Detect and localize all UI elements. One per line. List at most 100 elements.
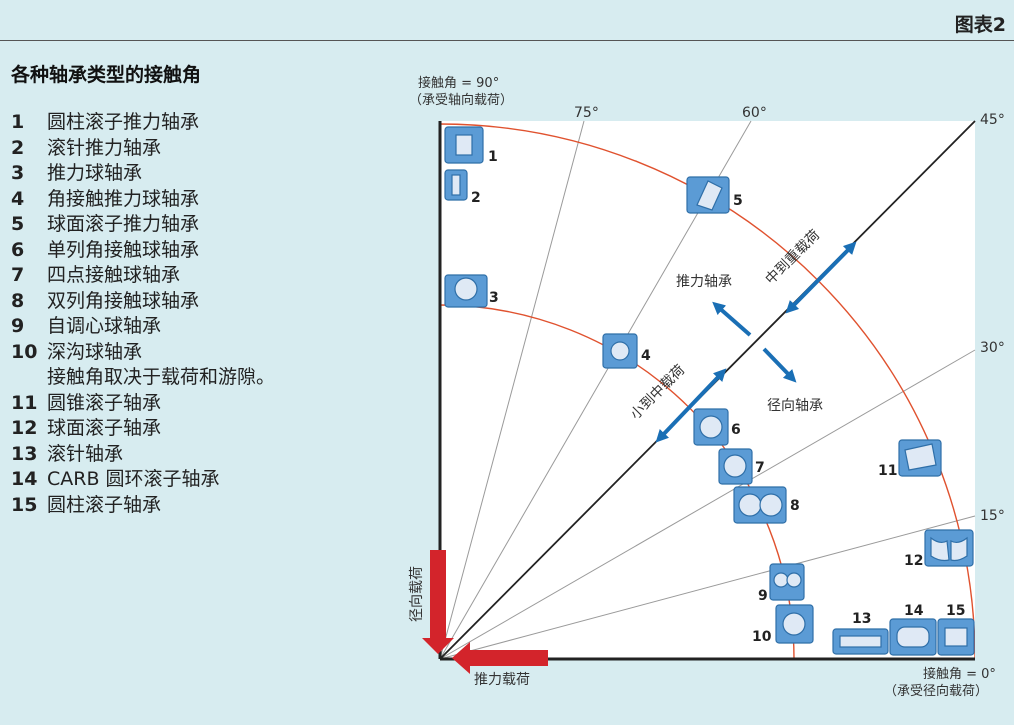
list-item: 6 单列角接触球轴承: [11, 238, 275, 264]
top-axis-label-line2: （承受轴向载荷）: [409, 92, 513, 108]
bearing-icon-5: [686, 176, 730, 214]
bearing-number-9: 9: [758, 588, 768, 604]
bearing-number-12: 12: [904, 553, 923, 569]
list-item-number: 8: [11, 289, 25, 312]
arrow-mid-heavy-load: [785, 241, 857, 314]
list-item-number: 7: [11, 264, 25, 286]
bearing-number-15: 15: [946, 603, 965, 619]
list-item: 9 自调心球轴承: [11, 314, 275, 340]
bearing-icon-4: [602, 333, 638, 369]
bearing-number-5: 5: [733, 193, 743, 209]
list-item-number: 11: [11, 391, 38, 414]
list-item-label: 深沟球轴承: [47, 340, 143, 363]
bearing-icon-15: [937, 618, 975, 656]
bearing-number-13: 13: [852, 611, 871, 627]
bearing-number-2: 2: [471, 190, 481, 206]
list-item: 3 推力球轴承: [11, 161, 275, 187]
list-item: 5 球面滚子推力轴承: [11, 212, 275, 238]
bearing-icon-6: [693, 408, 729, 446]
list-item-label: 推力球轴承: [47, 162, 143, 184]
list-item-number: 13: [11, 442, 38, 465]
bearing-number-4: 4: [641, 348, 651, 364]
region-label-thrust: 推力轴承: [676, 274, 732, 290]
angle-label-15: 15°: [980, 508, 1005, 524]
direction-arrows: [655, 241, 857, 443]
list-item: 4 角接触推力球轴承: [11, 187, 275, 213]
arrow-toward-radial: [762, 347, 797, 383]
bearing-icon-14: [889, 618, 937, 656]
list-item-label: 球面滚子推力轴承: [47, 213, 200, 235]
list-item-label: 双列角接触球轴承: [47, 289, 200, 312]
list-item-label: 圆柱滚子推力轴承: [47, 111, 200, 133]
list-item-number: 4: [11, 187, 25, 210]
bearing-number-3: 3: [489, 290, 499, 306]
bearing-number-11: 11: [878, 463, 897, 479]
list-item: 10 深沟球轴承: [11, 340, 275, 366]
list-item-number: 12: [11, 417, 38, 439]
list-item: 12 球面滚子轴承: [11, 416, 275, 442]
header-bar: 图表2: [0, 0, 1014, 42]
bearing-number-7: 7: [755, 460, 765, 476]
list-item: 13 滚针轴承: [11, 442, 275, 468]
list-item: 8 双列角接触球轴承: [11, 289, 275, 315]
bearing-number-14: 14: [904, 603, 924, 619]
angle-label-60: 60°: [742, 105, 767, 121]
thrust-load-label: 推力载荷: [474, 672, 530, 688]
bearing-number-labels: 1 2 3 4 5 6 7 8 9 10 11 12 13 14 15: [471, 149, 965, 645]
top-axis-label-line1: 接触角 = 90°: [418, 75, 499, 91]
header-divider: [0, 40, 1014, 41]
list-item-number: 5: [11, 213, 25, 235]
bearing-icon-8: [733, 486, 787, 524]
angle-label-45: 45°: [980, 112, 1005, 128]
list-item-label: 单列角接触球轴承: [47, 238, 200, 261]
bearing-icon-9: [769, 563, 805, 601]
bearing-number-8: 8: [790, 498, 800, 514]
list-item-label: 滚针轴承: [47, 442, 124, 465]
figure-label: 图表2: [954, 14, 1006, 36]
bearing-icon-12: [924, 529, 974, 567]
list-item-number: 15: [11, 493, 38, 516]
list-item-number: 3: [11, 162, 25, 184]
list-item-number: 9: [11, 315, 25, 337]
bearing-icon-13: [832, 628, 889, 655]
angle-line-30: [439, 349, 976, 660]
list-item-label: 角接触推力球轴承: [47, 187, 200, 210]
bottom-axis-label-line2: （承受径向载荷）: [884, 683, 988, 699]
list-item-number: 14: [11, 468, 38, 490]
list-item-number: 1: [11, 111, 25, 133]
bearing-number-6: 6: [731, 422, 741, 438]
list-item-label: 自调心球轴承: [47, 315, 162, 337]
list-item-note: 接触角取决于载荷和游隙。: [11, 365, 275, 391]
list-item-label: 球面滚子轴承: [47, 417, 162, 439]
thrust-load-arrow: [452, 642, 548, 674]
angle-line-75: [439, 120, 585, 660]
radial-load-label: 径向载荷: [409, 566, 425, 622]
contact-angle-note: 接触角取决于载荷和游隙。: [47, 366, 276, 388]
bearing-icons: [444, 126, 975, 656]
bearing-icon-3: [444, 274, 488, 308]
load-arrows: [422, 550, 548, 674]
list-item-number: 10: [11, 340, 38, 363]
list-item: 15 圆柱滚子轴承: [11, 493, 275, 519]
arrow-small-mid-load: [655, 368, 727, 443]
bearing-number-10: 10: [752, 629, 772, 645]
list-item-label: CARB 圆环滚子轴承: [47, 468, 220, 490]
bearing-number-1: 1: [488, 149, 498, 165]
bearing-icon-11: [898, 439, 942, 477]
radial-load-arrow: [422, 550, 454, 654]
bearing-icon-10: [775, 604, 814, 644]
angle-line-15: [439, 515, 976, 660]
list-item-label: 四点接触球轴承: [47, 264, 181, 286]
list-item-number: 6: [11, 238, 25, 261]
bottom-axis-label-line1: 接触角 = 0°: [923, 666, 996, 682]
list-item-label: 圆柱滚子轴承: [47, 493, 162, 516]
angle-label-75: 75°: [574, 105, 599, 121]
list-item: 1 圆柱滚子推力轴承: [11, 110, 275, 136]
list-item-number: 2: [11, 136, 25, 159]
arrow-toward-thrust: [712, 301, 752, 337]
bearing-icon-1: [444, 126, 484, 164]
